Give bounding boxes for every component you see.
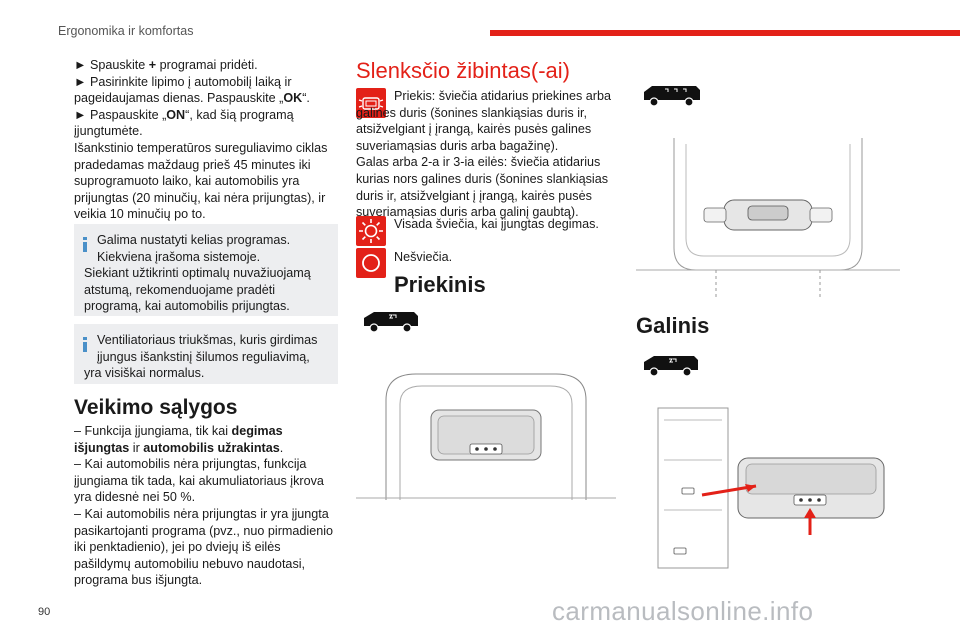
conditions-list: – Funkcija įjungiama, tik kai degimas iš… <box>74 423 338 589</box>
condition-item: – Kai automobilis nėra prijungtas ir yra… <box>74 506 334 588</box>
rear-heading: Galinis <box>636 313 710 338</box>
bullet-add-program: ► Spauskite + programai pridėti. <box>74 58 258 72</box>
door-light-description: Priekis: šviečia atidarius priekines arb… <box>356 89 611 220</box>
off-text: Nešviečia. <box>394 250 453 264</box>
overhead-console-illustration <box>636 138 900 300</box>
front-threshold-light-illustration <box>356 373 616 500</box>
mpv-icon <box>644 86 700 107</box>
left-column-text: ► Spauskite + programai pridėti. ► Pasir… <box>74 57 338 223</box>
bullet-choose-time: ► Pasirinkite lipimo į automobilį laiką … <box>74 74 310 106</box>
condition-item: – Kai automobilis nėra prijungtas, funkc… <box>74 457 324 505</box>
rear-threshold-light-illustration <box>657 407 885 569</box>
sun-icon <box>356 216 386 246</box>
info-icon <box>83 337 87 352</box>
info-box-fan-noise: Ventiliatoriaus triukšmas, kuris girdima… <box>74 324 338 384</box>
front-heading: Priekinis <box>394 272 486 297</box>
always-on-text: Visada šviečia, kai įjungtas degimas. <box>394 217 599 231</box>
section-title: Ergonomika ir komfortas <box>58 24 194 38</box>
front-van-icon <box>364 312 418 333</box>
info-box-programs: Galima nustatyti kelias programas. Kiekv… <box>74 224 338 316</box>
preconditioning-paragraph: Išankstinio temperatūros sureguliavimo c… <box>74 140 328 222</box>
header-accent-bar <box>490 30 960 36</box>
rear-van-icon <box>644 356 698 377</box>
bullet-turn-on: ► Paspauskite „ON“, kad šią programą įju… <box>74 107 294 139</box>
condition-item: – Funkcija įjungiama, tik kai degimas iš… <box>74 424 284 455</box>
page-number: 90 <box>38 606 51 618</box>
info-icon <box>83 237 87 252</box>
watermark: carmanualsonline.info <box>552 596 814 626</box>
threshold-light-heading: Slenksčio žibintas(-ai) <box>356 58 570 83</box>
circle-off-icon <box>356 248 386 278</box>
door-light-icon <box>356 88 386 118</box>
operating-conditions-heading: Veikimo sąlygos <box>74 396 238 419</box>
